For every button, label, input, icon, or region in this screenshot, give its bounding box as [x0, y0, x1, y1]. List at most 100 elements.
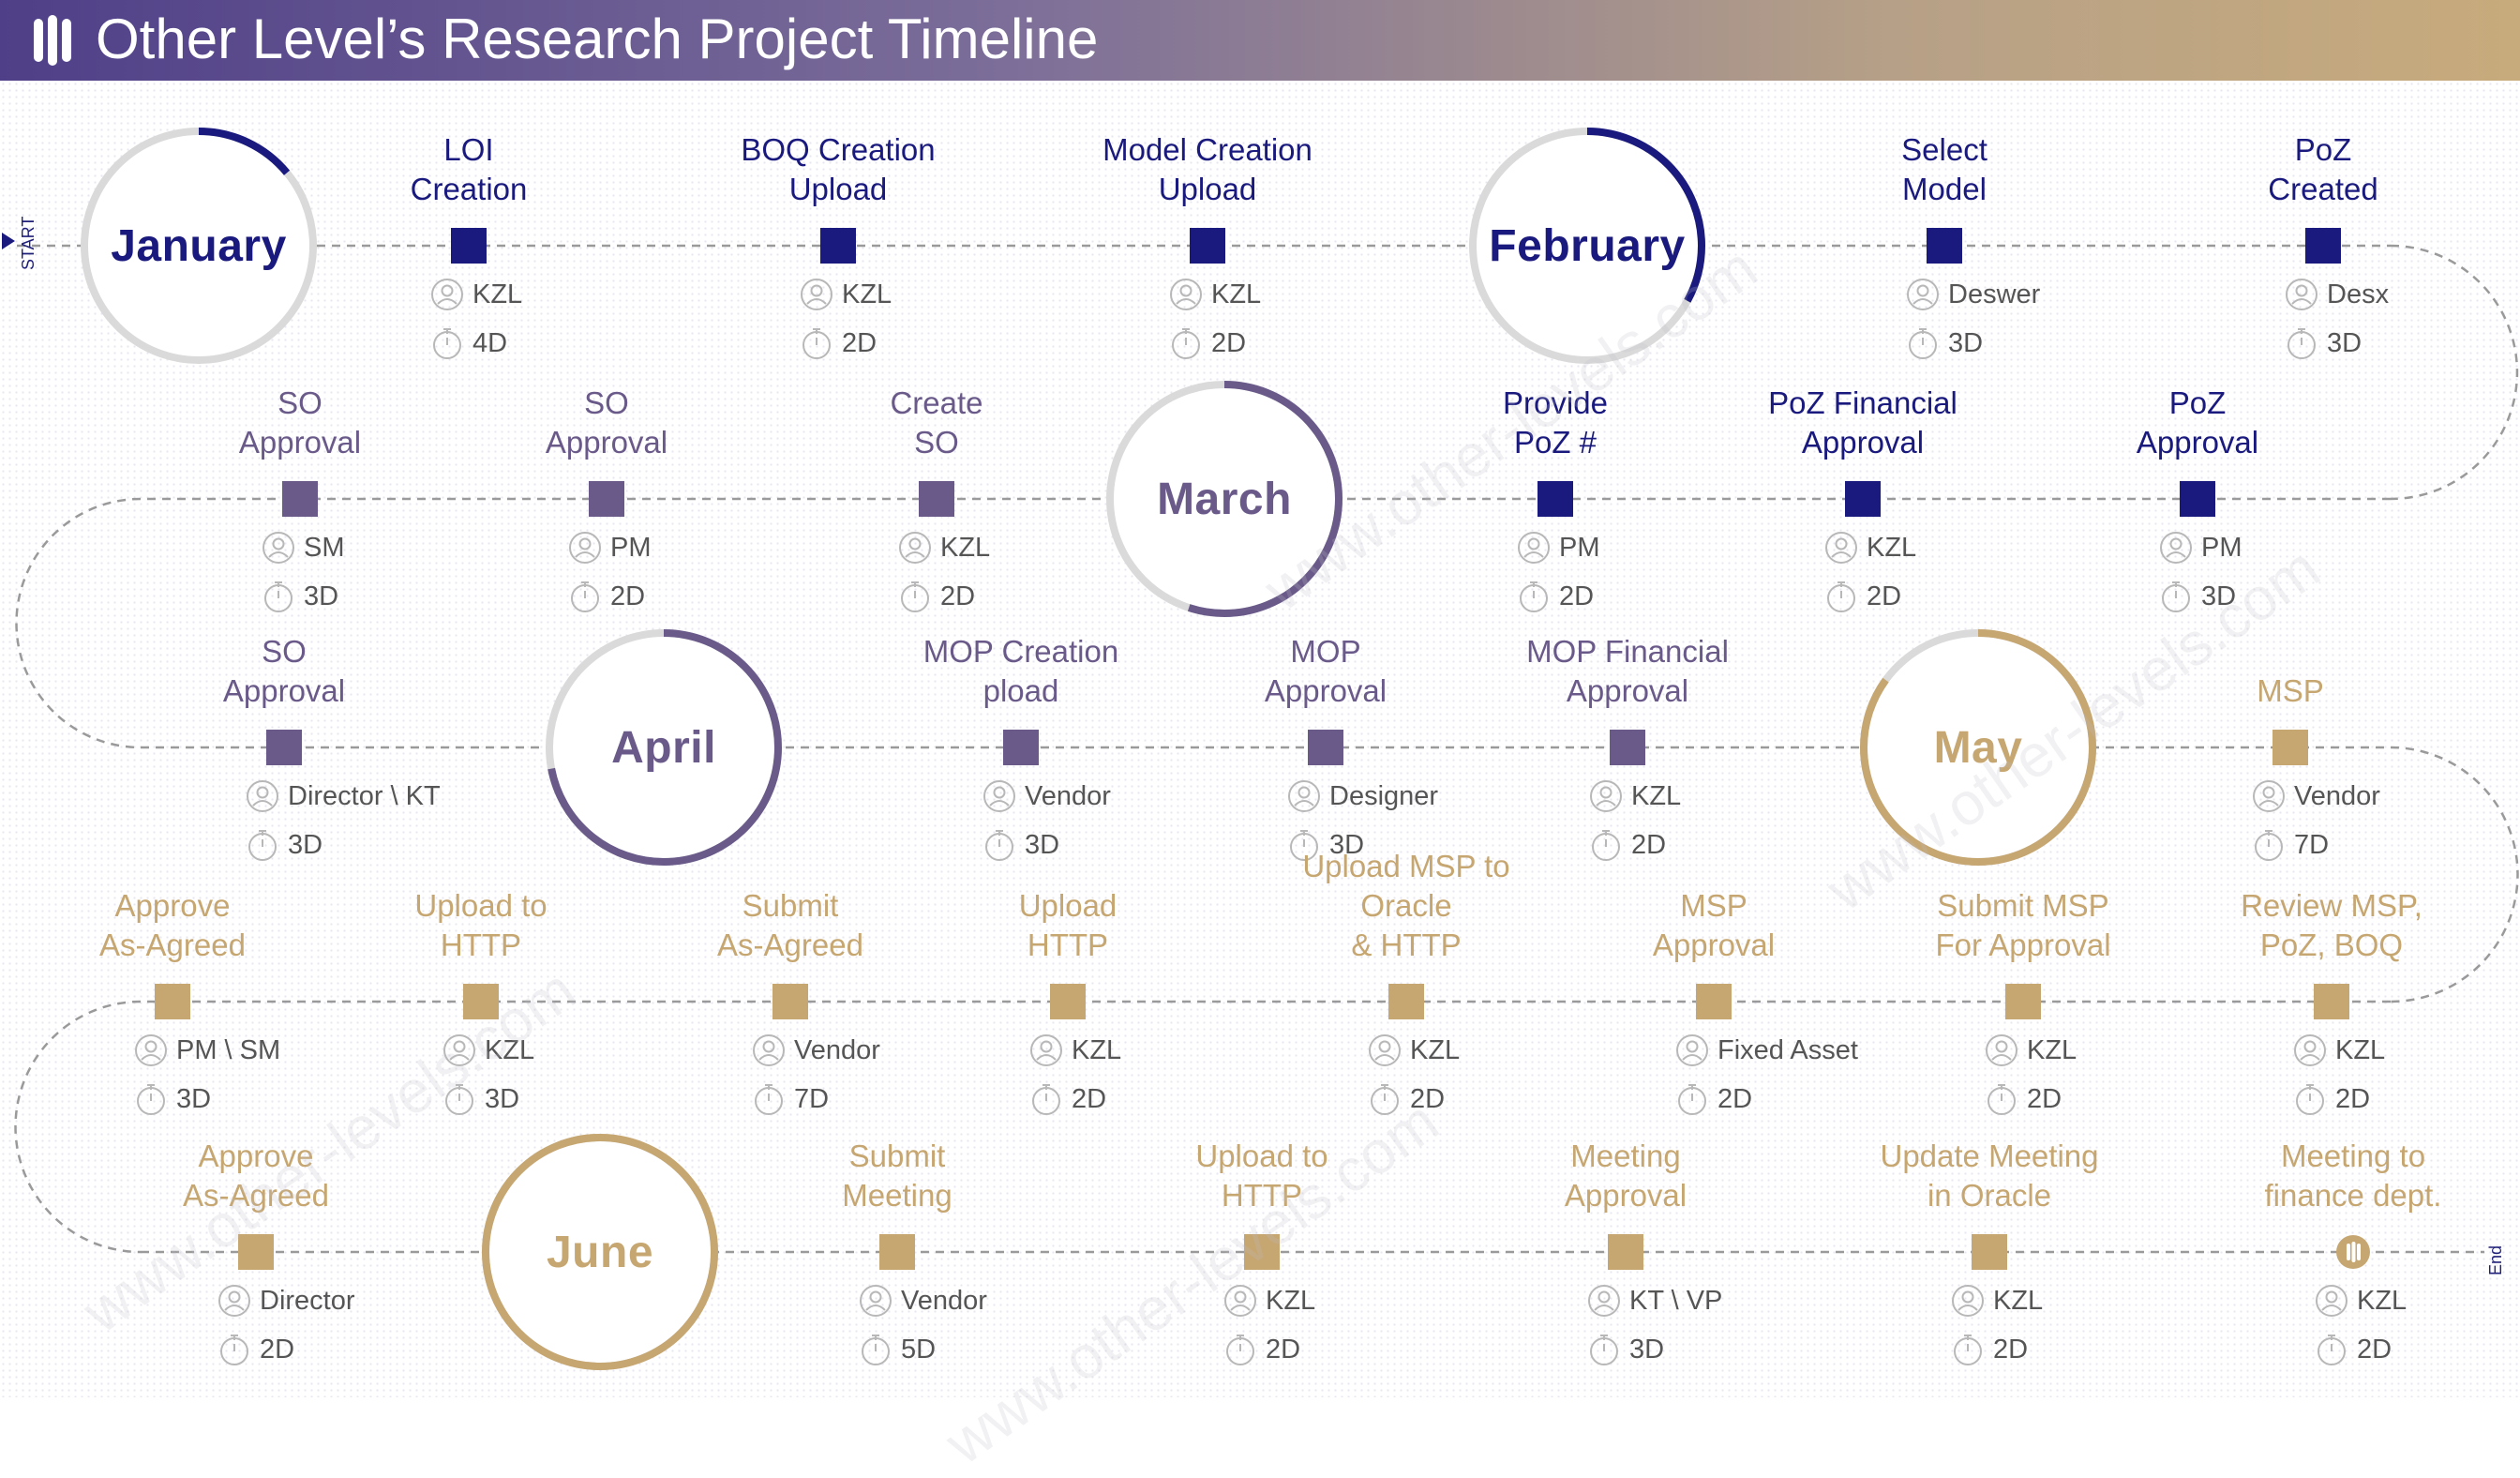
task-title: SO Approval: [238, 385, 362, 460]
task-title: Approve As-Agreed: [99, 888, 246, 962]
person-icon: [801, 279, 832, 310]
task-marker: [2272, 730, 2308, 765]
task-duration: 3D: [1025, 830, 1060, 860]
task-title: Upload HTTP: [1018, 888, 1118, 962]
person-icon: [1825, 532, 1857, 564]
task-owner: Vendor: [2294, 781, 2380, 811]
connector-line: [2390, 244, 2519, 501]
task-title: MOP Financial Approval: [1526, 634, 1729, 708]
task-marker: [2305, 228, 2341, 264]
person-icon: [2294, 1034, 2326, 1066]
task-title: PoZ Approval: [2136, 385, 2259, 460]
stopwatch-icon: [1909, 328, 1937, 359]
task-title: Submit Meeting: [842, 1139, 952, 1213]
task-owner: KZL: [842, 279, 892, 309]
dotted-background: [0, 81, 2520, 1397]
task-owner: KZL: [1072, 1035, 1122, 1065]
task-marker: [2314, 984, 2349, 1019]
company-logo-icon: [34, 15, 71, 66]
stopwatch-icon: [2255, 830, 2283, 861]
stopwatch-icon: [264, 581, 292, 612]
task-title: Provide PoZ #: [1503, 385, 1608, 460]
task-marker: [1388, 984, 1424, 1019]
person-icon: [899, 532, 931, 564]
task-owner: PM: [1559, 533, 1600, 563]
person-icon: [218, 1285, 250, 1317]
task-title: Meeting to finance dept.: [2264, 1139, 2442, 1213]
stopwatch-icon: [802, 328, 831, 359]
task-title: Model Creation Upload: [1102, 132, 1312, 206]
stopwatch-icon: [2288, 328, 2316, 359]
end-label: End: [2486, 1244, 2505, 1275]
task-title: Upload MSP to Oracle & HTTP: [1302, 849, 1510, 962]
task-owner: Deswer: [1948, 279, 2041, 309]
task-title: Upload to HTTP: [1195, 1139, 1328, 1213]
task-marker: [1244, 1234, 1280, 1270]
task-marker: [1190, 228, 1225, 264]
stopwatch-icon: [1988, 1084, 2016, 1115]
month-circle-may: May: [1856, 626, 2100, 869]
month-circle-february: February: [1465, 124, 1709, 368]
task-marker: [1308, 730, 1343, 765]
task-title: Submit MSP For Approval: [1935, 888, 2111, 962]
month-progress-ring: [1860, 629, 2096, 866]
person-icon: [2316, 1285, 2348, 1317]
task-title: SO Approval: [545, 385, 668, 460]
person-icon: [1030, 1034, 1062, 1066]
month-progress-ring: [546, 629, 782, 866]
person-icon: [1907, 279, 1939, 310]
task-marker: [1610, 730, 1645, 765]
task-duration: 3D: [1948, 328, 1984, 358]
stopwatch-icon: [571, 581, 599, 612]
task-owner: KZL: [1993, 1286, 2044, 1316]
task-title: Submit As-Agreed: [717, 888, 863, 962]
person-icon: [2160, 532, 2192, 564]
person-icon: [431, 279, 463, 310]
task-owner: Vendor: [901, 1286, 987, 1316]
month-circle-march: March: [1102, 377, 1346, 621]
task-marker: [2005, 984, 2041, 1019]
month-label: May: [1933, 722, 2023, 773]
task-marker: [820, 228, 856, 264]
task-owner: KZL: [2357, 1286, 2408, 1316]
month-label: March: [1157, 474, 1292, 524]
person-icon: [1588, 1285, 1620, 1317]
task-owner: KZL: [2335, 1035, 2386, 1065]
task-title: MSP: [2257, 673, 2324, 708]
month-circle-april: April: [542, 626, 786, 869]
task-title: SO Approval: [222, 634, 346, 708]
task-duration: 5D: [901, 1335, 937, 1365]
task-title: Update Meeting in Oracle: [1880, 1139, 2099, 1213]
task-marker: [772, 984, 808, 1019]
timeline-task: Meeting to finance dept. KZL 2D: [2212, 1139, 2494, 1365]
task-owner: KZL: [1211, 279, 1262, 309]
task-duration: 3D: [2327, 328, 2362, 358]
page-title: Other Level’s Research Project Timeline: [96, 8, 1099, 70]
task-duration: 2D: [260, 1335, 295, 1365]
task-duration: 2D: [1631, 830, 1667, 860]
task-duration: 2D: [1072, 1084, 1107, 1114]
task-marker: [463, 984, 499, 1019]
task-duration: 2D: [2357, 1335, 2392, 1365]
stopwatch-icon: [433, 328, 461, 359]
task-marker: [1608, 1234, 1643, 1270]
person-icon: [1518, 532, 1550, 564]
person-icon: [135, 1034, 167, 1066]
month-progress-ring: [81, 128, 317, 364]
task-owner: Director: [260, 1286, 355, 1316]
task-duration: 3D: [304, 581, 339, 611]
stopwatch-icon: [248, 830, 277, 861]
